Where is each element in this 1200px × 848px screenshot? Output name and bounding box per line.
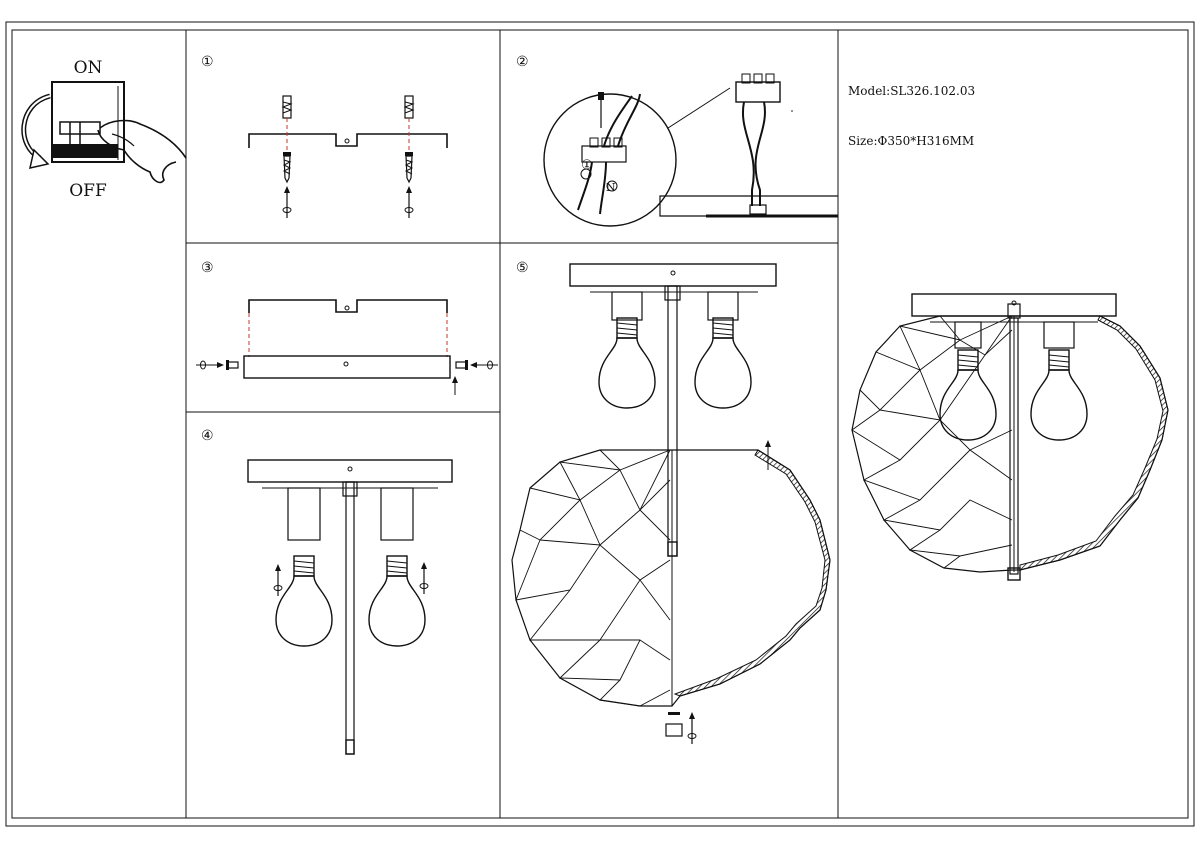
rotate-arrow-icon: [419, 561, 429, 595]
curved-arrow-icon: [21, 93, 51, 169]
model-spec: Model:SL326.102.03: [848, 84, 975, 98]
sheet-frame: [5, 21, 1195, 827]
wall-plug-icon-right: [403, 95, 415, 119]
light-bulb-icon: [939, 349, 997, 441]
side-screw-icon-right: [455, 360, 498, 370]
finial-nut-icon: [665, 712, 683, 737]
center-rod: [342, 481, 358, 755]
step-5-panel: ⑤: [511, 260, 831, 745]
rotate-arrow-icon: [282, 185, 292, 219]
model-value: SL326.102.03: [890, 84, 976, 98]
light-bulb-icon: [1030, 349, 1088, 441]
step-2-panel: ② ① N: [516, 54, 838, 227]
lamp-holder-right: [380, 487, 414, 541]
up-arrow-icon: [452, 376, 458, 395]
terminal-block-icon: [735, 73, 781, 206]
step-3-number: ③: [201, 260, 214, 276]
ceiling-plate: [659, 195, 838, 218]
step-2-number: ②: [516, 54, 529, 70]
lamp-holder-right: [707, 291, 739, 321]
light-bulb-icon: [368, 555, 426, 647]
canopy: [247, 459, 453, 489]
live-mark: ①: [581, 158, 593, 173]
off-label: OFF: [69, 181, 107, 201]
light-bulb-icon: [694, 317, 752, 409]
lamp-holder-left: [611, 291, 643, 321]
model-label: Model:: [848, 84, 891, 98]
step-1-number: ①: [201, 54, 214, 70]
light-bulb-icon: [275, 555, 333, 647]
screw-icon-left: [282, 152, 292, 184]
mounting-bracket: [248, 299, 448, 313]
on-label: ON: [74, 58, 103, 78]
size-label: Size:: [848, 134, 878, 148]
step-5-number: ⑤: [516, 260, 529, 276]
up-arrow-icon: [765, 440, 771, 470]
finished-fixture: [851, 293, 1169, 581]
neutral-mark: N: [606, 181, 616, 194]
wall-switch-icon: [51, 81, 125, 163]
faceted-shade: [511, 449, 831, 707]
lamp-holder-left: [287, 487, 321, 541]
step-4-panel: ④: [201, 428, 453, 755]
size-spec: Size:Φ350*H316MM: [848, 134, 974, 148]
canopy: [243, 355, 451, 379]
drawing-dot: [791, 110, 793, 112]
mounting-bracket: [248, 133, 448, 148]
canopy: [569, 263, 777, 293]
size-value: Φ350*H316MM: [877, 134, 975, 148]
wiring-detail-circle: ① N: [543, 87, 731, 227]
wall-plug-icon-left: [281, 95, 293, 119]
side-screw-icon-left: [196, 360, 239, 370]
rotate-arrow-icon: [273, 563, 283, 597]
light-bulb-icon: [598, 317, 656, 409]
hand-icon: [97, 119, 187, 184]
step-3-panel: ③: [196, 260, 498, 395]
step-4-number: ④: [201, 428, 214, 444]
rotate-arrow-icon: [404, 185, 414, 219]
rotate-arrow-icon: [687, 711, 697, 745]
screw-icon-right: [404, 152, 414, 184]
switch-panel: ON OFF: [21, 58, 187, 201]
step-1-panel: ①: [201, 54, 448, 219]
